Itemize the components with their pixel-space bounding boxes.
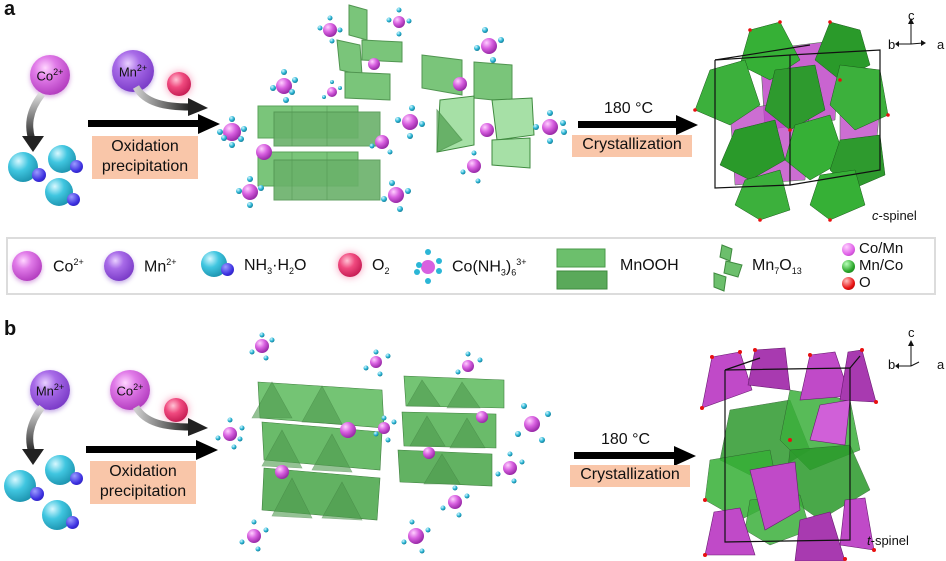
o2-sphere	[164, 398, 188, 422]
h2o-sphere	[70, 472, 83, 485]
mnooh-slabs	[257, 105, 381, 201]
co2-ion-sphere: Co2+	[30, 55, 70, 95]
legend-nh3-h2o: NH3·H2O	[244, 257, 307, 277]
legend-mn2: Mn2+	[144, 257, 177, 276]
mn7o13-fragments-top	[336, 4, 403, 101]
mnooh-stack-right	[397, 375, 505, 487]
h2o-sphere	[32, 168, 46, 182]
o2-sphere	[167, 72, 191, 96]
ion-label: Mn2+	[118, 62, 148, 80]
panel-label-b: b	[4, 318, 17, 340]
h2o-sphere	[66, 516, 79, 529]
ion-label: Co2+	[36, 66, 64, 84]
crystallization-arrow-shaft	[574, 452, 676, 459]
legend-o2: O2	[372, 257, 390, 277]
mnooh-stack-left	[251, 381, 385, 521]
h2o-sphere	[70, 160, 83, 173]
crystallization-label: Crystallization	[572, 135, 692, 157]
legend-mnooh: MnOOH	[620, 257, 679, 274]
co2-ion-sphere: Co2+	[110, 370, 150, 410]
curved-arrow-right-icon	[132, 85, 208, 116]
crystallization-arrow-head-icon	[676, 115, 698, 135]
curved-arrow-down-icon	[22, 92, 45, 152]
process-arrow-head-icon	[198, 114, 220, 134]
mn2-sphere-icon	[104, 251, 134, 281]
o2-sphere-icon	[338, 253, 362, 277]
co-ammine-complexes	[217, 7, 567, 212]
mn-co-atom-icon	[842, 260, 855, 273]
intermediate-mnooh-layered-structure	[215, 332, 551, 554]
panel-label-a: a	[4, 0, 16, 20]
h2o-sphere	[30, 487, 44, 501]
co-mn-atom-icon	[842, 243, 855, 256]
legend-co-ammine: Co(NH3)63+	[452, 257, 527, 278]
co2-sphere-icon	[12, 251, 42, 281]
co-ammine-complexes	[215, 332, 551, 554]
process-arrow-head-icon	[196, 440, 218, 460]
ion-label: Mn2+	[35, 381, 65, 399]
legend-mn7o13: Mn7O13	[752, 257, 802, 277]
ion-label: Co2+	[116, 381, 144, 399]
crystallization-label: Crystallization	[570, 465, 690, 487]
t-spinel-label: t-spinel	[867, 533, 909, 548]
curved-arrow-right-icon	[132, 405, 208, 436]
co-ammine-complex-icon	[414, 249, 442, 284]
temperature-label: 180 °C	[604, 100, 654, 117]
mn2-ion-sphere: Mn2+	[112, 50, 154, 92]
crystallization-arrow-shaft	[578, 121, 678, 128]
legend: Co2+ Mn2+ NH3·H2O O2 Co(NH3)63+ MnOOH Mn…	[6, 237, 936, 295]
c-spinel-crystal-structure	[693, 20, 890, 222]
process-arrow-shaft	[86, 446, 198, 453]
intermediate-mnooh-mn7o13-structure	[217, 4, 567, 212]
temperature-label: 180 °C	[601, 431, 651, 448]
legend-co2: Co2+	[53, 257, 84, 276]
t-spinel-crystal-structure	[700, 347, 878, 561]
mn7o13-octahedra-icon	[713, 244, 743, 292]
o-atom-icon	[842, 277, 855, 290]
oxidation-precipitation-label: Oxidation precipitation	[90, 461, 196, 504]
curved-arrow-down-icon	[22, 405, 45, 465]
process-arrow-shaft	[88, 120, 200, 127]
crystallization-arrow-head-icon	[674, 446, 696, 466]
crystal-axes-icon	[895, 18, 926, 47]
h2o-sphere	[67, 193, 80, 206]
mn2-ion-sphere: Mn2+	[30, 370, 70, 410]
mnooh-layers-icon	[556, 248, 608, 290]
mn7o13-block	[421, 54, 535, 169]
crystal-axes-icon	[895, 340, 920, 369]
c-spinel-label: c-spinel	[872, 208, 917, 223]
oxidation-precipitation-label: Oxidation precipitation	[92, 136, 198, 179]
